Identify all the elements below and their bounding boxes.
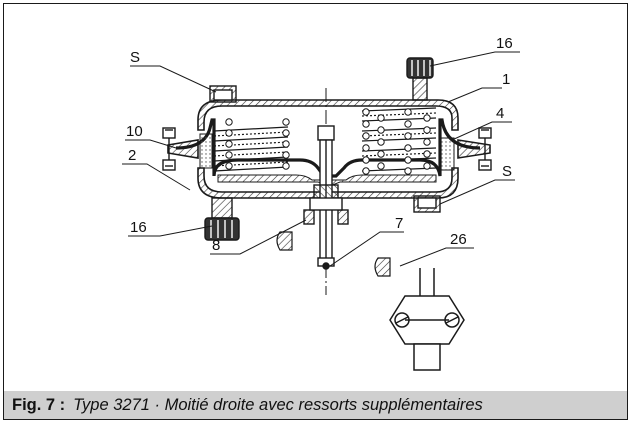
spring-coils-left <box>225 118 290 170</box>
label-s-top-left: S <box>130 49 140 66</box>
seal-pad-right <box>439 137 455 171</box>
detail-nut-right <box>374 257 391 277</box>
figure-caption: Fig. 7 : Type 3271 · Moitié droite avec … <box>3 391 628 420</box>
flange-bolt-right <box>478 127 492 171</box>
actuator-stem <box>303 125 349 270</box>
spring-coils-right <box>362 108 431 175</box>
springs-left <box>213 126 289 172</box>
knurled-screw-bottom-left <box>204 197 240 241</box>
figure-frame <box>3 3 628 420</box>
label-8: 8 <box>212 237 220 254</box>
vent-plug-bottom-right <box>413 195 441 213</box>
label-s-right: S <box>502 163 512 180</box>
label-1: 1 <box>502 71 510 88</box>
label-4: 4 <box>496 105 504 122</box>
label-7: 7 <box>395 215 403 232</box>
label-2: 2 <box>128 147 136 164</box>
label-16-top-right: 16 <box>496 35 513 52</box>
seal-pad-left <box>199 133 213 169</box>
flange-bolt-left <box>162 127 176 171</box>
knurled-screw-top-right <box>406 57 434 101</box>
coupling-clamp-detail <box>389 268 465 371</box>
label-10: 10 <box>126 123 143 140</box>
caption-figure-number: Fig. 7 : <box>12 395 66 414</box>
label-16-bottom-left: 16 <box>130 219 147 236</box>
vent-plug-top-left <box>209 85 237 103</box>
leader-lines <box>122 51 520 267</box>
caption-text: Type 3271 · Moitié droite avec ressorts … <box>73 395 483 414</box>
label-26: 26 <box>450 231 467 248</box>
detail-nut-left <box>276 231 293 251</box>
